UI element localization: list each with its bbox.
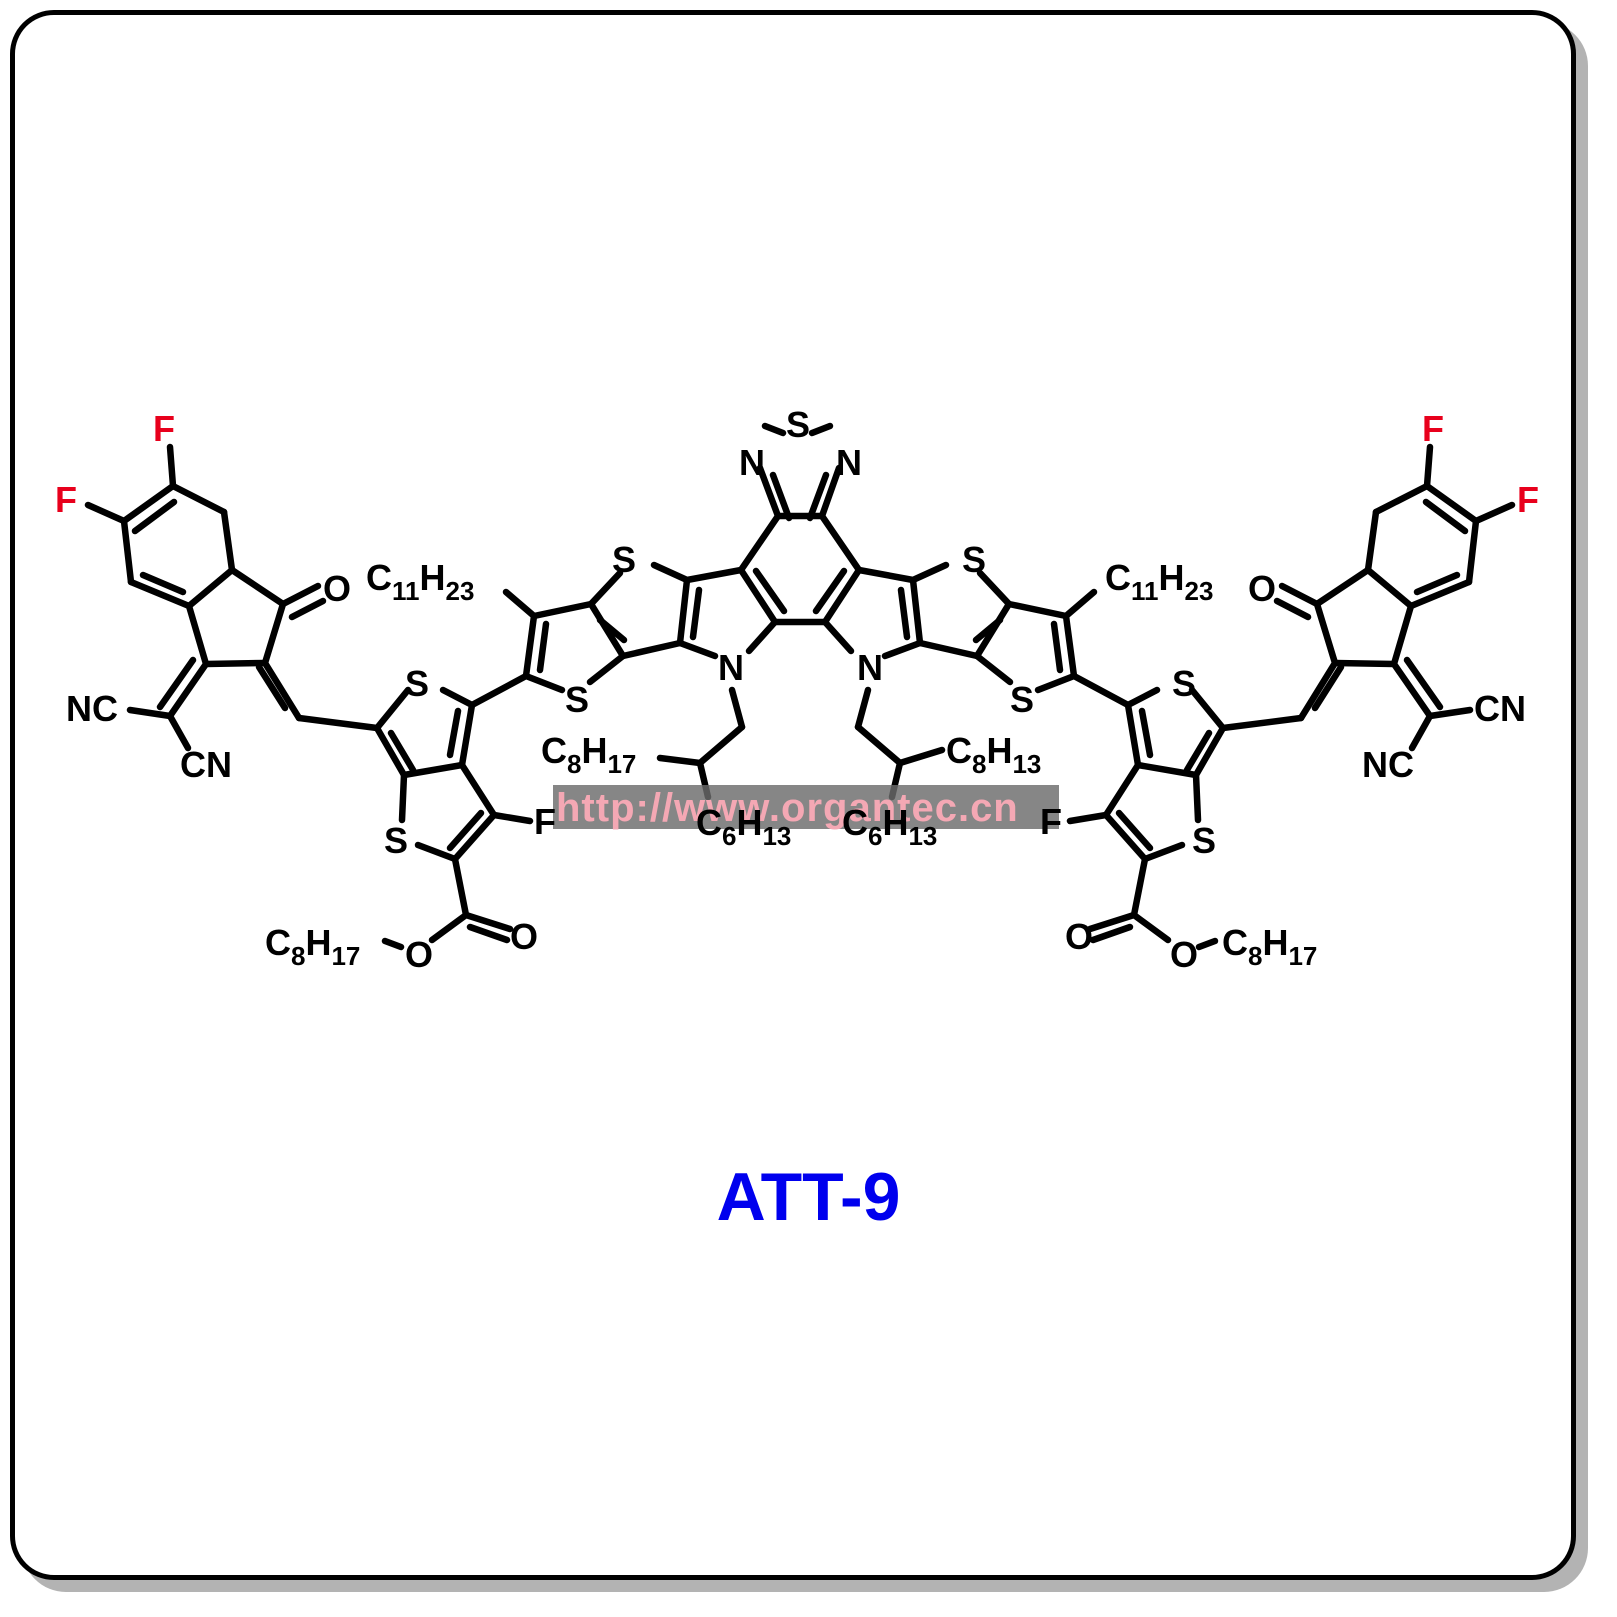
ic-left-f2: F [55, 479, 77, 520]
atom-labels: S N N N N S S S S S S S S C11H23 C11H23 … [66, 404, 1526, 975]
ic-left-o: O [323, 568, 351, 609]
watermark-text: http://www.organtec.cn [556, 786, 1019, 830]
watermark-box [553, 785, 1059, 829]
hexyl-right-label: C6H13 [842, 802, 937, 851]
tt-s-right-lower: S [1010, 679, 1034, 720]
alkyl-c11-left: C11H23 [366, 557, 474, 606]
ic-right-f2: F [1517, 479, 1539, 520]
ester-right-o-carbonyl: O [1065, 916, 1093, 957]
ic-right-f1: F [1422, 408, 1444, 449]
fluoro-right-tt: F [1040, 801, 1062, 842]
ic-left-cn2: CN [180, 744, 232, 785]
ic-left-f1: F [153, 408, 175, 449]
alkyl-c11-right: C11H23 [1105, 557, 1213, 606]
ester-right-chain: C8H17 [1222, 922, 1317, 971]
pyrrole-n-right: N [857, 647, 883, 688]
ester-left-o-carbonyl: O [510, 916, 538, 957]
ester-left-chain: C8H17 [265, 922, 360, 971]
fluoro-left-tt: F [534, 801, 556, 842]
branch-right-label: C8H13 [946, 730, 1041, 779]
bond-lines [84, 422, 1516, 951]
hexyl-left-label: C6H13 [696, 802, 791, 851]
ic-right-cn2: NC [1362, 744, 1414, 785]
thiadiazole-n-left: N [739, 442, 765, 483]
ic-right-cn1: CN [1474, 688, 1526, 729]
fluorine-labels: F F F F [55, 408, 1539, 520]
compound-title: ATT-9 [716, 1159, 901, 1235]
ester-right-o-ether: O [1170, 934, 1198, 975]
tt-s-right-upper: S [962, 539, 986, 580]
thiadiazole-n-right: N [836, 442, 862, 483]
thiophene-s-1: S [405, 663, 429, 704]
ic-right-o: O [1248, 568, 1276, 609]
ester-left-o-ether: O [405, 934, 433, 975]
ic-left-cn1: NC [66, 688, 118, 729]
thiadiazole-s: S [786, 404, 810, 445]
tt-s-left-upper: S [612, 539, 636, 580]
tt-s-left-lower: S [565, 679, 589, 720]
branch-left-label: C8H17 [541, 730, 636, 779]
thiophene-s-4: S [1192, 820, 1216, 861]
thiophene-s-2: S [384, 820, 408, 861]
thiophene-s-3: S [1172, 663, 1196, 704]
pyrrole-n-left: N [718, 647, 744, 688]
